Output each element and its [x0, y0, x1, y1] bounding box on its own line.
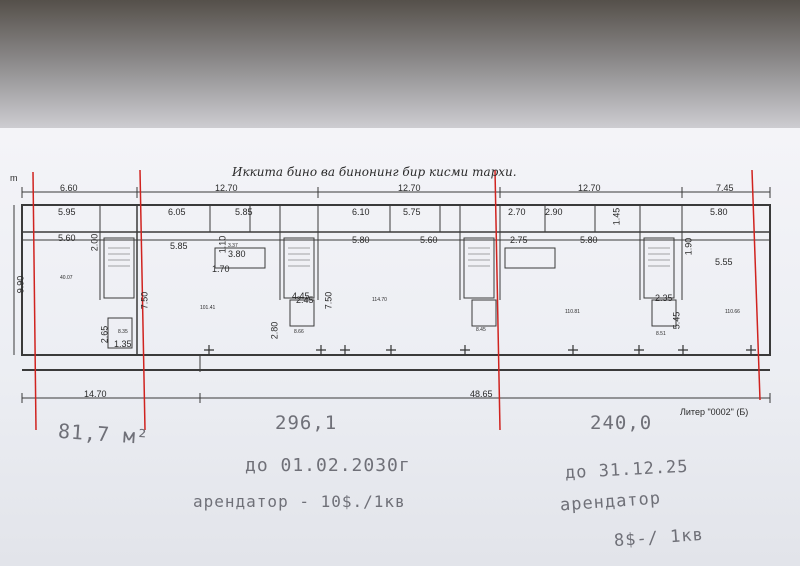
- handwritten-area-1: 81,7 м²: [57, 418, 151, 450]
- room-dim: 2.35: [655, 293, 673, 303]
- top-dim-2: 12.70: [215, 183, 238, 193]
- handwritten-area-2: 296,1: [275, 412, 338, 434]
- column-markers: [204, 345, 756, 355]
- room-dim: 5.60: [420, 235, 438, 245]
- room-area: 8.51: [656, 331, 666, 337]
- room-dim: 1.90: [683, 237, 694, 256]
- bottom-dim-1: 14.70: [84, 389, 107, 399]
- room-dim: 2.45: [296, 295, 314, 305]
- mid-dim-3: 2.80: [269, 321, 280, 340]
- room-dim: 5.85: [235, 207, 253, 217]
- red-partition-markers: [32, 169, 761, 431]
- mid-dim-1: 7.50: [139, 291, 150, 310]
- paper-sheet: [0, 128, 800, 566]
- building-outline: [21, 204, 771, 356]
- stamp-text: Литер "0002" (Б): [680, 407, 749, 417]
- mid-dim-5: 5.45: [671, 311, 682, 330]
- room-dim: 2.90: [545, 207, 563, 217]
- room-area: 8.35: [118, 329, 128, 335]
- room-dim: 2.65: [99, 325, 110, 344]
- room-dim: 5.60: [58, 233, 76, 243]
- room-dim: 1.35: [114, 339, 132, 349]
- mid-dim-2: 7.50: [323, 291, 334, 310]
- room-area: 110.66: [725, 309, 740, 315]
- room-dim: 1.45: [611, 207, 622, 226]
- handwritten-tenant-1: арендатор - 10$./1кв: [193, 492, 406, 511]
- room-area: 8.45: [476, 327, 486, 333]
- top-dim-4: 12.70: [578, 183, 601, 193]
- room-dim: 3.80: [228, 249, 246, 259]
- room-dim: 5.95: [58, 207, 76, 217]
- mid-dim-4: 4.45: [292, 291, 310, 301]
- top-dim-1: 6.60: [60, 183, 78, 193]
- left-dim: 9.90: [15, 275, 26, 294]
- room-dim: 5.55: [715, 257, 733, 267]
- bottom-dim-2: 48.65: [470, 389, 493, 399]
- photo-background: [0, 0, 800, 140]
- room-dim: 6.05: [168, 207, 186, 217]
- room-dim: 3.37: [228, 243, 238, 249]
- room-dim: 5.80: [580, 235, 598, 245]
- handwritten-area-3: 240,0: [590, 412, 653, 434]
- handwritten-date-1: до 01.02.2030г: [245, 455, 411, 476]
- room-dim: 6.10: [352, 207, 370, 217]
- room-dim: 2.75: [510, 235, 528, 245]
- room-dim: 5.75: [403, 207, 421, 217]
- room-area: 110.81: [565, 309, 580, 315]
- room-dim: 2.70: [508, 207, 526, 217]
- room-dim: 1.70: [212, 264, 230, 274]
- room-dim: 5.80: [352, 235, 370, 245]
- room-dim: 5.80: [710, 207, 728, 217]
- room-dim: 5.85: [170, 241, 188, 251]
- room-dim: 2.00: [89, 233, 100, 252]
- room-area: 114.70: [372, 297, 387, 303]
- room-dim: 1.10: [217, 235, 228, 254]
- axis-letter: m: [10, 173, 18, 183]
- room-area: 40.07: [60, 275, 73, 281]
- plan-title: Иккита бино ва бинонинг бир кисми тархи.: [232, 165, 517, 179]
- room-area: 8.66: [294, 329, 304, 335]
- top-dim-5: 7.45: [716, 183, 734, 193]
- room-area: 101.41: [200, 305, 216, 311]
- top-dim-3: 12.70: [398, 183, 421, 193]
